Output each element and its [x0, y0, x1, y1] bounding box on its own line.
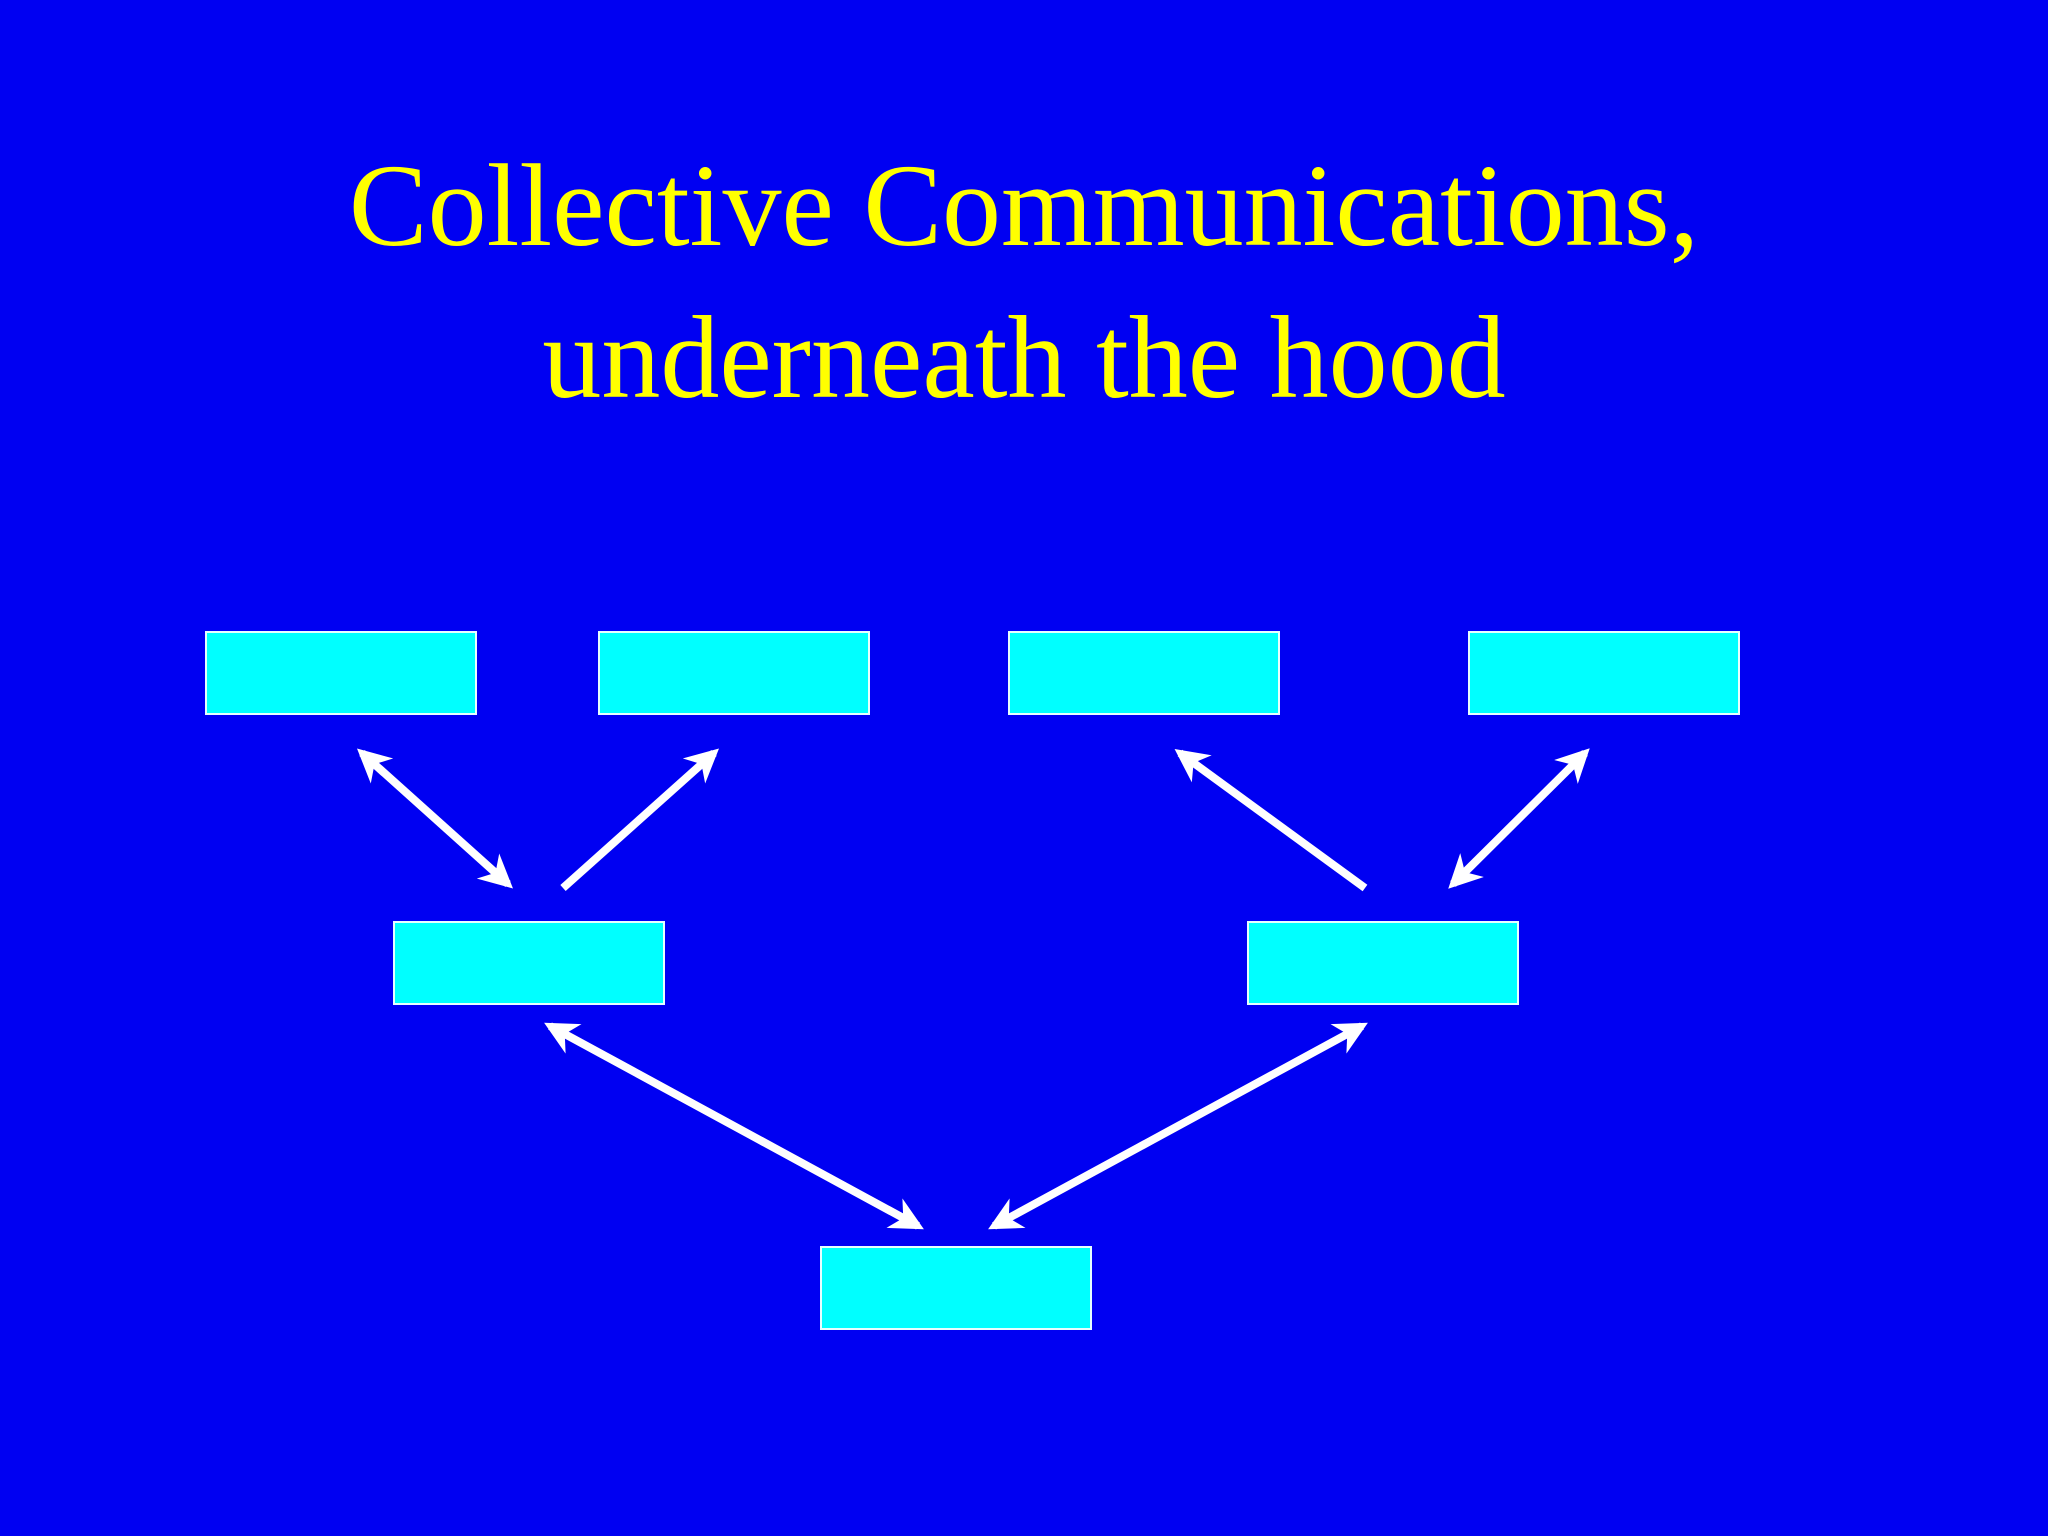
arrow-middle-right-root — [988, 1022, 1368, 1230]
slide-title-line-2: underneath the hood — [542, 292, 1506, 423]
arrow-middle-left-root — [544, 1022, 924, 1230]
tree-leaf-node-2 — [598, 631, 870, 715]
tree-middle-node-left — [393, 921, 665, 1005]
tree-leaf-node-3 — [1008, 631, 1280, 715]
slide-title-line-1: Collective Communications, — [348, 140, 1700, 271]
arrow-middle-left-leaf2 — [560, 748, 720, 891]
tree-root-node — [820, 1246, 1092, 1330]
arrow-leaf4-middle-right — [1448, 748, 1590, 889]
tree-leaf-node-4 — [1468, 631, 1740, 715]
arrow-middle-right-leaf3 — [1174, 749, 1368, 892]
tree-leaf-node-1 — [205, 631, 477, 715]
slide-title: Collective Communications, underneath th… — [0, 130, 2048, 434]
tree-middle-node-right — [1247, 921, 1519, 1005]
arrow-leaf1-middle-left — [356, 748, 514, 889]
